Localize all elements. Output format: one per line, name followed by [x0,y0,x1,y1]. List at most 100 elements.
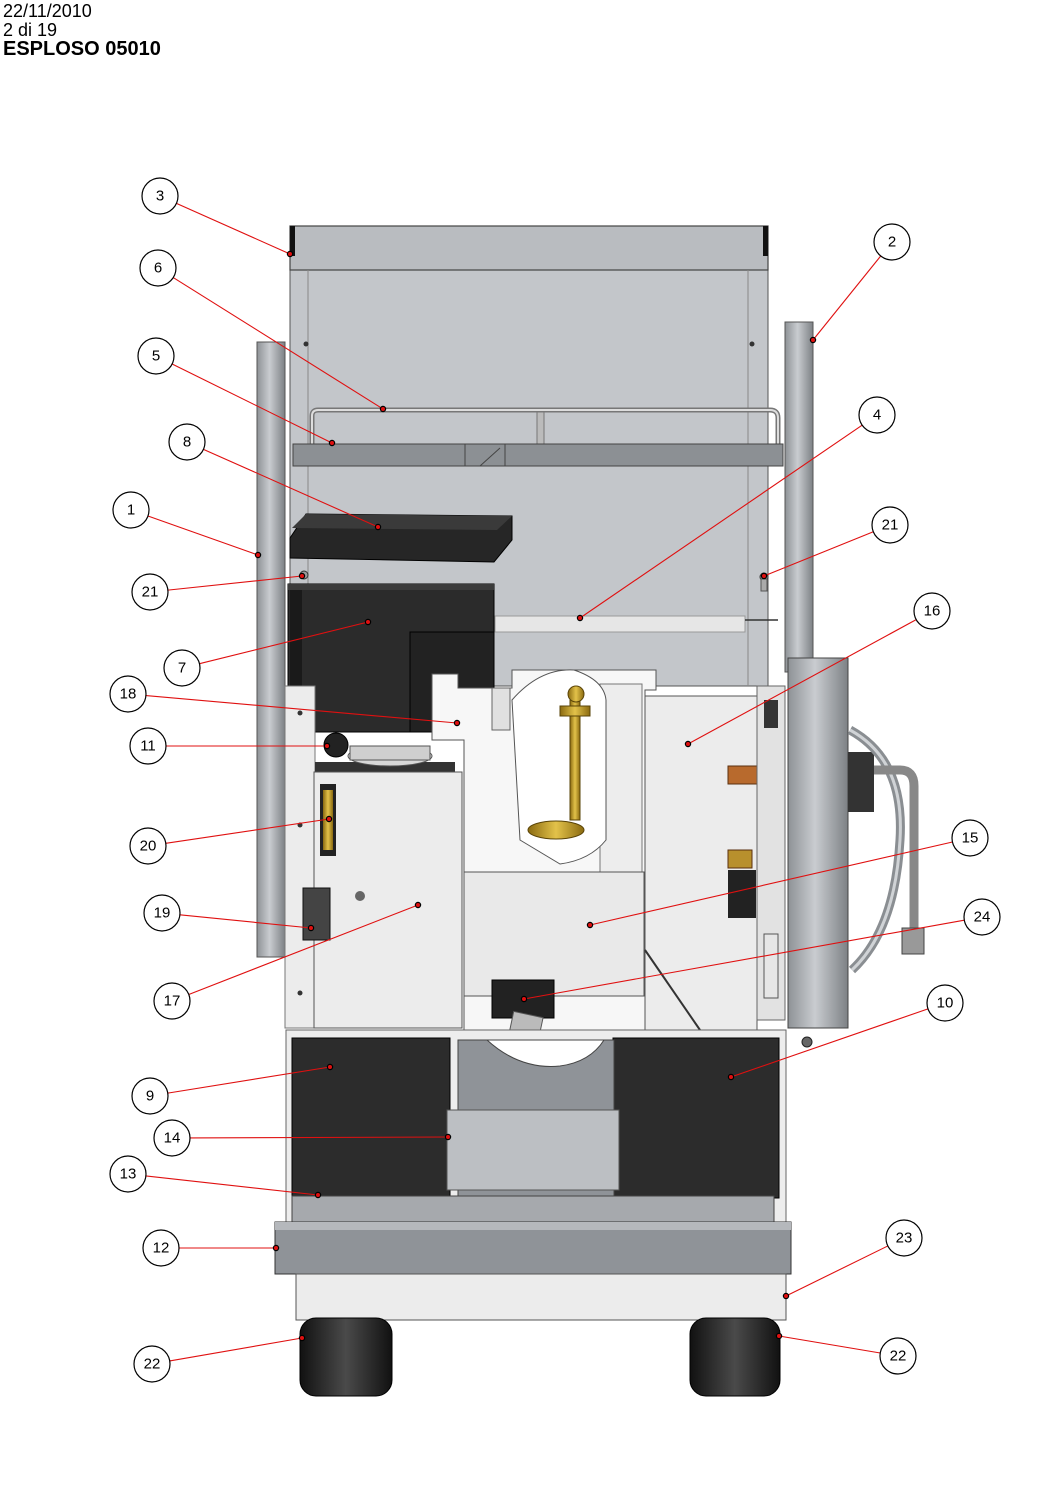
leader-dot [586,921,594,929]
switch [302,887,331,941]
callout-16: 16 [684,592,951,748]
callout-number: 9 [146,1088,154,1105]
callout-8: 8 [168,423,382,531]
callout-bubble [109,1155,147,1193]
header-title: ESPLOSO 05010 [3,38,161,60]
leader-line [199,621,369,665]
leader-dot [809,336,817,344]
leader-line [167,575,303,591]
callout-12: 12 [142,1229,280,1267]
callout-bubble [112,491,150,529]
callout-number: 20 [140,838,157,855]
left-tank [291,1037,451,1199]
leader-dot [298,1334,306,1342]
leader-dot [307,924,315,932]
leader-dot [314,1191,322,1199]
callouts: 3658121718112019179141312222421161524102… [109,177,1001,1383]
callout-number: 12 [153,1240,170,1257]
leader-line [812,255,882,341]
leader-line [785,1245,889,1297]
machine-drawing [256,225,925,1397]
leader-dot [727,1073,735,1081]
callout-number: 22 [890,1348,907,1365]
callout-bubble [109,675,147,713]
callout-bubble [137,337,175,375]
leader-line [778,1335,881,1354]
callout-bubble [926,984,964,1022]
callout-bubble [951,819,989,857]
leader-dot [520,995,528,1003]
page-header: 22/11/2010 2 di 19 ESPLOSO 05010 [3,1,161,60]
leader-line [589,841,953,926]
left-post [256,341,286,958]
leader-dot [576,614,584,622]
callout-number: 19 [154,905,171,922]
callout-4: 4 [576,396,896,622]
callout-number: 22 [144,1356,161,1373]
leader-dot [782,1292,790,1300]
front-block [463,871,645,997]
leader-line [176,202,291,255]
leader-dot [364,618,372,626]
callout-number: 5 [152,348,160,365]
callout-bubble [885,1219,923,1257]
leader-dot [374,523,382,531]
callout-bubble [153,982,191,1020]
side-door [787,657,849,1029]
callout-bubble [873,223,911,261]
callout-bubble [131,573,169,611]
leader-dot [775,1332,783,1340]
leader-line [147,515,259,556]
leader-line [763,531,874,577]
callout-number: 14 [164,1130,181,1147]
callout-number: 17 [164,993,181,1010]
callout-number: 15 [962,830,979,847]
callout-1: 1 [112,491,262,559]
callout-number: 1 [127,502,135,519]
callout-bubble [142,1229,180,1267]
leader-dot [453,719,461,727]
callout-bubble [139,249,177,287]
callout-number: 4 [873,407,881,424]
callout-bubble [168,423,206,461]
callout-bubble [858,396,896,434]
leader-line [167,1066,331,1094]
leader-line [179,914,312,929]
header-date: 22/11/2010 [3,1,92,21]
callout-24: 24 [520,898,1001,1003]
crossbar [494,615,746,633]
callout-22: 22 [775,1332,917,1375]
drip-grille [291,1195,775,1223]
callout-bubble [963,898,1001,936]
callout-14: 14 [153,1119,452,1157]
right-tank [612,1037,780,1199]
callout-15: 15 [586,819,989,929]
leader-line [687,619,917,745]
leader-dot [298,572,306,580]
callout-bubble [153,1119,191,1157]
callout-7: 7 [163,618,372,687]
callout-21: 21 [131,572,306,611]
callout-number: 13 [120,1166,137,1183]
callout-17: 17 [153,901,422,1020]
leader-dot [326,1063,334,1071]
leader-dot [760,572,768,580]
callout-number: 2 [888,234,896,251]
leader-dot [323,742,331,750]
callout-bubble [879,1337,917,1375]
callout-number: 7 [178,660,186,677]
callout-3: 3 [141,177,294,258]
leader-dot [379,405,387,413]
leader-dot [254,551,262,559]
leader-line [145,695,458,724]
callout-9: 9 [131,1063,334,1115]
leader-dot [414,901,422,909]
callout-22: 22 [133,1334,306,1383]
callout-11: 11 [129,727,331,765]
callout-5: 5 [137,337,336,447]
leader-dot [325,815,333,823]
callout-number: 6 [154,260,162,277]
callout-6: 6 [139,249,387,413]
leader-line [203,448,379,528]
